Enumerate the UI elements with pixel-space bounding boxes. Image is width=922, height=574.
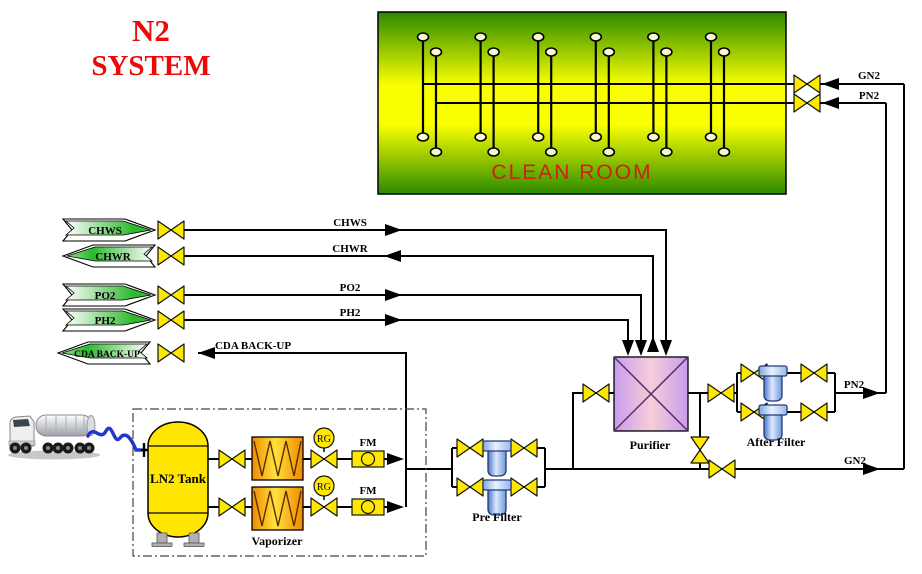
ln2-delivery-truck xyxy=(8,414,148,460)
flow-arrow-icon xyxy=(387,501,404,513)
flow-arrow-icon xyxy=(863,387,880,399)
vaporizer-label: Vaporizer xyxy=(252,534,304,548)
po2-line-label: PO2 xyxy=(340,282,361,294)
pre-filter-label: Pre Filter xyxy=(472,510,522,524)
flow-arrow-icon xyxy=(647,336,659,352)
gn2-entry-label: GN2 xyxy=(858,70,881,82)
ph2-banner-label: PH2 xyxy=(95,315,116,327)
flow-arrow-icon xyxy=(384,250,401,262)
chwr-banner-label: CHWR xyxy=(95,251,132,263)
po2-banner-label: PO2 xyxy=(95,290,116,302)
tank-label: LN2 Tank xyxy=(150,471,207,486)
pre-filter-valve-icon xyxy=(510,438,538,458)
chws-pipe xyxy=(184,229,667,342)
pre-filter-valve-icon xyxy=(510,477,538,497)
ph2-line-label: PH2 xyxy=(340,307,361,319)
regulator-bulb-icon xyxy=(313,427,335,449)
coil-icon xyxy=(253,440,302,477)
flow-arrow-icon xyxy=(385,314,402,326)
coil-icon xyxy=(253,490,302,527)
ph2-pipe xyxy=(184,319,629,342)
flow-arrow-icon xyxy=(822,78,839,90)
gn2-entry-valve-icon xyxy=(793,74,821,94)
page-title: N2 SYSTEM xyxy=(91,13,210,82)
purifier-inlet-pipe xyxy=(572,392,614,469)
ln2-tank: LN2 Tank xyxy=(147,421,209,547)
flow-arrow-icon xyxy=(622,340,634,356)
vaporizer-unit-1 xyxy=(251,436,304,481)
flow-arrow-icon xyxy=(635,340,647,356)
cda-backup-pipe xyxy=(198,352,407,507)
chwr-pipe xyxy=(184,255,654,352)
after-filter: After Filter xyxy=(740,363,828,449)
flow-arrow-icon xyxy=(387,453,404,465)
flow-meter-icon xyxy=(351,450,385,468)
title-line2: SYSTEM xyxy=(91,50,210,82)
tank-outlet-valve-icon xyxy=(218,449,246,469)
purifier-x-icon xyxy=(613,356,689,432)
fill-hose xyxy=(86,426,143,452)
chwr-line-label: CHWR xyxy=(332,243,369,255)
vaporizer-unit-2 xyxy=(251,486,304,531)
flow-meter-label: FM xyxy=(359,485,377,497)
fill-connector xyxy=(141,443,148,457)
pn2-output-label: PN2 xyxy=(844,379,865,391)
supply-banners: CHWS CHWR PO2 PH2 CDA BACK-UP xyxy=(57,218,185,365)
flow-arrow-icon xyxy=(660,340,672,356)
purifier-label: Purifier xyxy=(630,438,671,452)
regulator-valve-icon xyxy=(310,449,338,469)
tank-seams xyxy=(148,445,208,514)
ph2-valve-icon xyxy=(157,310,185,330)
pn2-entry-valve-icon xyxy=(793,93,821,113)
filter-cartridge-icon xyxy=(482,440,512,477)
pre-filter-valve-icon xyxy=(456,477,484,497)
purifier: Purifier xyxy=(582,356,736,479)
regulator-bulb-icon xyxy=(313,475,335,497)
flow-arrow-icon xyxy=(822,97,839,109)
regulator-label: RG xyxy=(317,434,331,445)
po2-valve-icon xyxy=(157,285,185,305)
regulator-label: RG xyxy=(317,482,331,493)
gn2-output-label: GN2 xyxy=(844,455,867,467)
flow-arrow-icon xyxy=(198,347,215,359)
after-filter-valve-icon xyxy=(800,363,828,383)
filter-cartridge-icon xyxy=(758,365,788,402)
cda-valve-icon xyxy=(157,343,185,363)
chws-valve-icon xyxy=(157,220,185,240)
chwr-valve-icon xyxy=(157,246,185,266)
after-filter-label: After Filter xyxy=(747,435,806,449)
cda-line-label: CDA BACK-UP xyxy=(215,340,291,352)
bypass-valve-icon xyxy=(690,436,710,464)
chws-banner-label: CHWS xyxy=(88,225,122,237)
flow-arrow-icon xyxy=(385,224,402,236)
title-line1: N2 xyxy=(132,13,170,48)
chws-line-label: CHWS xyxy=(333,217,367,229)
clean-room-label: CLEAN ROOM xyxy=(491,161,652,184)
purifier-inlet-valve-icon xyxy=(582,383,610,403)
regulator-valve-icon xyxy=(310,497,338,517)
purifier-outlet-valve-icon xyxy=(707,383,735,403)
regulator-1: RG xyxy=(310,427,338,469)
skid-boundary xyxy=(132,408,427,557)
po2-pipe xyxy=(184,294,642,342)
clean-room: CLEAN ROOM xyxy=(377,11,787,195)
cda-banner-label: CDA BACK-UP xyxy=(74,350,140,360)
regulator-2: RG xyxy=(310,475,338,517)
tank-outlet-valve-icon xyxy=(218,497,246,517)
pn2-entry-label: PN2 xyxy=(859,90,880,102)
pre-filter-valve-icon xyxy=(456,438,484,458)
after-filter-valve-icon xyxy=(800,402,828,422)
flow-meter-icon xyxy=(351,498,385,516)
flow-arrow-icon xyxy=(385,289,402,301)
truck-shadow xyxy=(8,450,100,460)
tank-legs xyxy=(151,532,205,547)
flow-meter-label: FM xyxy=(359,437,377,449)
gn2-line-valve-icon xyxy=(708,459,736,479)
pre-filter: Pre Filter xyxy=(456,438,538,524)
